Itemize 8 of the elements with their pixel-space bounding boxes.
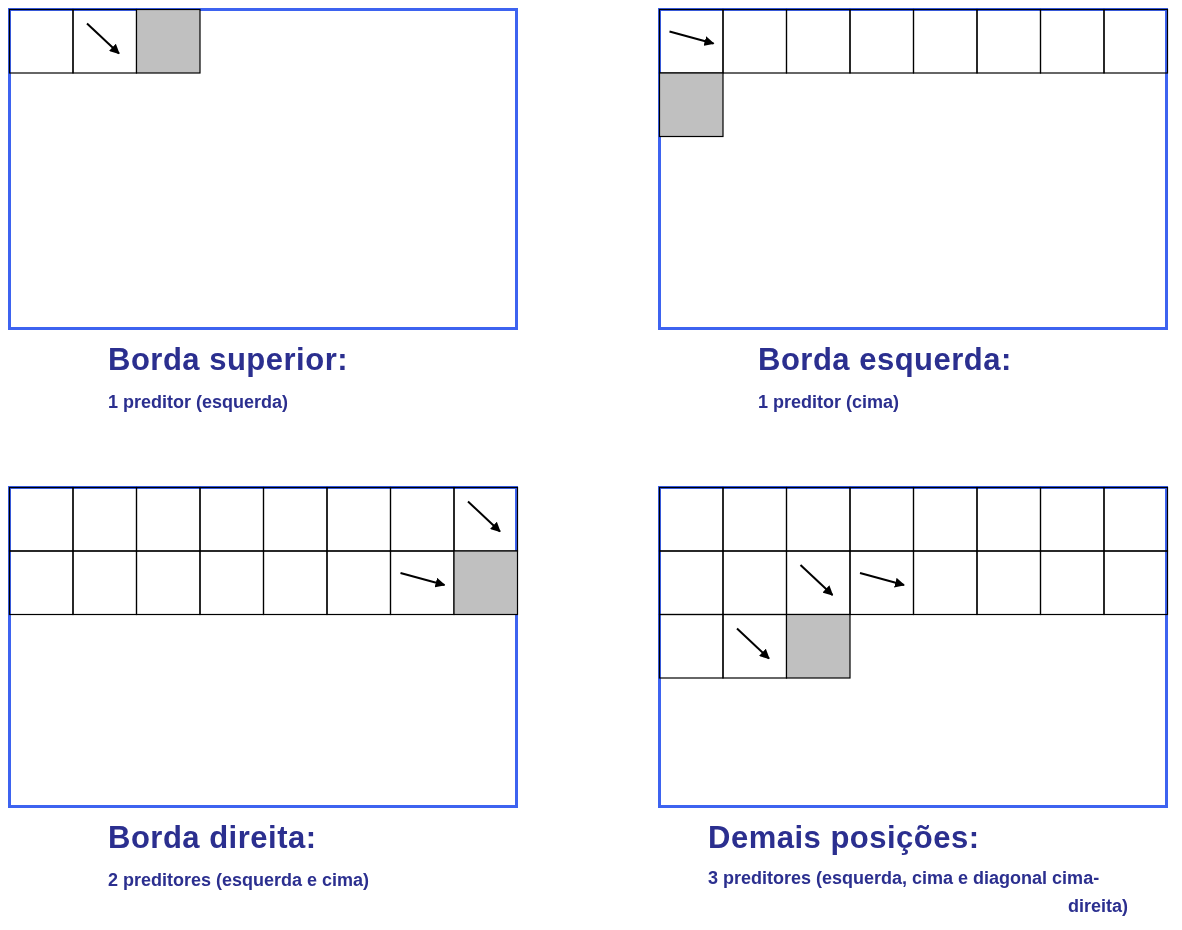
panel-heading: Borda esquerda: — [758, 342, 1012, 378]
panel-description: 1 preditor (esquerda) — [108, 392, 290, 413]
panel-heading: Demais posições: — [708, 820, 980, 856]
panel-description: 2 preditores (esquerda e cima) — [108, 870, 371, 891]
panel-description: 1 preditor (cima) — [758, 392, 901, 413]
panel-description: 3 preditores (esquerda, cima e diagonal cima-direita) — [708, 867, 1128, 918]
panel-heading: Borda superior: — [108, 342, 349, 378]
panel-heading: Borda direita: — [108, 820, 317, 856]
